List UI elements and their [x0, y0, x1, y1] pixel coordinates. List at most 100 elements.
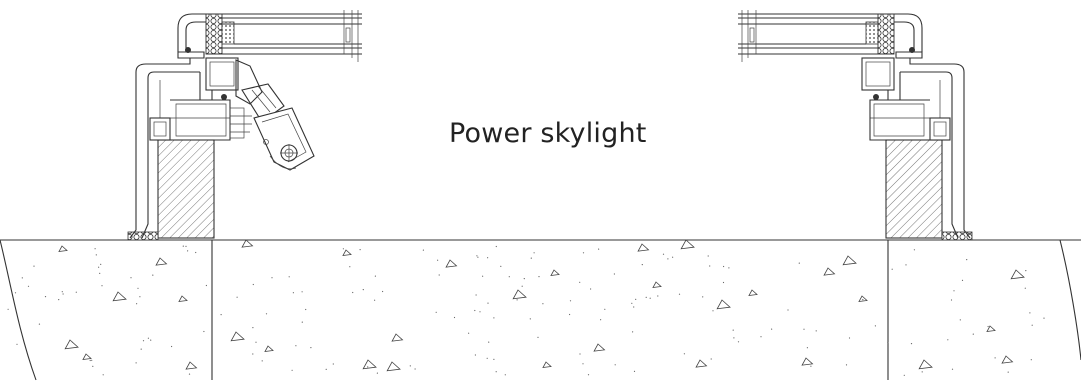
aggregate-grain	[723, 265, 725, 268]
aggregate-grain	[633, 306, 635, 308]
aggregate-stone	[801, 357, 814, 366]
aggregate-grain	[414, 368, 416, 370]
aggregate-grain	[295, 345, 297, 347]
aggregate-grain	[732, 329, 734, 331]
aggregate-grain	[477, 256, 479, 258]
aggregate-grain	[71, 341, 74, 343]
aggregate-grain	[874, 325, 877, 327]
aggregate-grain	[722, 281, 725, 284]
aggregate-grain	[203, 330, 205, 333]
aggregate-grain	[301, 291, 303, 293]
aggregate-grain	[966, 259, 968, 261]
aggregate-stone	[230, 331, 245, 342]
aggregate-stone	[391, 333, 404, 342]
aggregate-grain	[500, 265, 502, 267]
aggregate-grain	[482, 275, 484, 277]
aggregate-grain	[139, 296, 141, 298]
aggregate-grain	[1025, 270, 1027, 272]
aggregate-grain	[98, 266, 100, 268]
aggregate-grain	[569, 313, 571, 316]
aggregate-grain	[188, 373, 191, 375]
aggregate-stone	[986, 325, 996, 332]
aggregate-grain	[1030, 359, 1032, 361]
aggregate-grain	[737, 341, 740, 343]
aggregate-grain	[136, 303, 138, 305]
aggregate-grain	[495, 371, 497, 373]
aggregate-grain	[349, 266, 351, 268]
aggregate-grain	[587, 374, 590, 376]
aggregate-grain	[921, 371, 923, 373]
aggregate-grain	[1024, 287, 1026, 289]
aggregate-stone	[342, 249, 352, 256]
aggregate-stone	[550, 269, 560, 276]
aggregate-grain	[488, 341, 490, 343]
aggregate-grain	[712, 310, 714, 312]
aggregate-stone	[512, 289, 527, 300]
actuator-motor	[229, 59, 315, 171]
aggregate-grain	[848, 337, 851, 339]
aggregate-grain	[533, 252, 535, 254]
aggregate-grain	[579, 281, 581, 283]
aggregate-grain	[101, 285, 103, 287]
aggregate-grain	[633, 370, 636, 372]
aggregate-grain	[667, 258, 669, 260]
aggregate-grain	[362, 289, 364, 291]
aggregate-stone	[652, 281, 662, 288]
aggregate-grain	[845, 364, 848, 366]
aggregate-grain	[130, 277, 132, 279]
aggregate-grain	[486, 357, 488, 359]
aggregate-grain	[613, 273, 616, 275]
aggregate-grain	[150, 339, 152, 341]
aggregate-stone	[637, 243, 650, 252]
aggregate-grain	[521, 285, 523, 287]
aggregate-grain	[614, 364, 616, 366]
aggregate-grain	[182, 245, 184, 247]
aggregate-grain	[994, 357, 996, 359]
aggregate-grain	[38, 323, 41, 325]
aggregate-grain	[94, 248, 96, 250]
aggregate-stone	[1010, 269, 1025, 280]
aggregate-grain	[710, 358, 712, 360]
aggregate-grain	[58, 299, 60, 301]
aggregate-grain	[631, 302, 633, 304]
aggregate-grain	[947, 339, 949, 341]
aggregate-grain	[291, 369, 293, 371]
aggregate-grain	[1029, 312, 1031, 314]
aggregate-grain	[815, 330, 817, 332]
aggregate-grain	[301, 321, 303, 323]
aggregate-grain	[493, 317, 495, 319]
aggregate-grain	[542, 303, 544, 305]
right-skylight-frame	[738, 10, 973, 241]
aggregate-stone	[858, 295, 868, 302]
aggregate-grain	[92, 365, 94, 367]
aggregate-grain	[7, 308, 9, 310]
aggregate-stone	[823, 267, 836, 276]
aggregate-grain	[75, 291, 77, 293]
aggregate-stone	[386, 361, 401, 372]
aggregate-grain	[806, 347, 809, 349]
aggregate-grain	[376, 372, 378, 374]
aggregate-grain	[171, 345, 173, 348]
aggregate-grain	[787, 309, 789, 311]
aggregate-grain	[435, 311, 437, 313]
aggregate-grain	[645, 296, 647, 298]
aggregate-grain	[672, 256, 674, 258]
aggregate-stone	[58, 245, 68, 252]
aggregate-grain	[271, 277, 273, 279]
aggregate-grain	[325, 368, 327, 370]
aggregate-stone	[918, 359, 933, 370]
aggregate-grain	[205, 284, 207, 287]
aggregate-grain	[100, 263, 102, 265]
aggregate-grain	[21, 277, 23, 279]
diagram-title: Power skylight	[449, 118, 647, 149]
aggregate-stone	[542, 361, 552, 368]
aggregate-grain	[1043, 317, 1045, 319]
aggregate-grain	[961, 279, 964, 281]
aggregate-grain	[972, 333, 974, 335]
aggregate-grain	[14, 292, 17, 294]
aggregate-grain	[220, 314, 222, 316]
aggregate-grain	[537, 336, 539, 338]
aggregate-grain	[530, 257, 532, 259]
aggregate-grain	[702, 296, 704, 298]
